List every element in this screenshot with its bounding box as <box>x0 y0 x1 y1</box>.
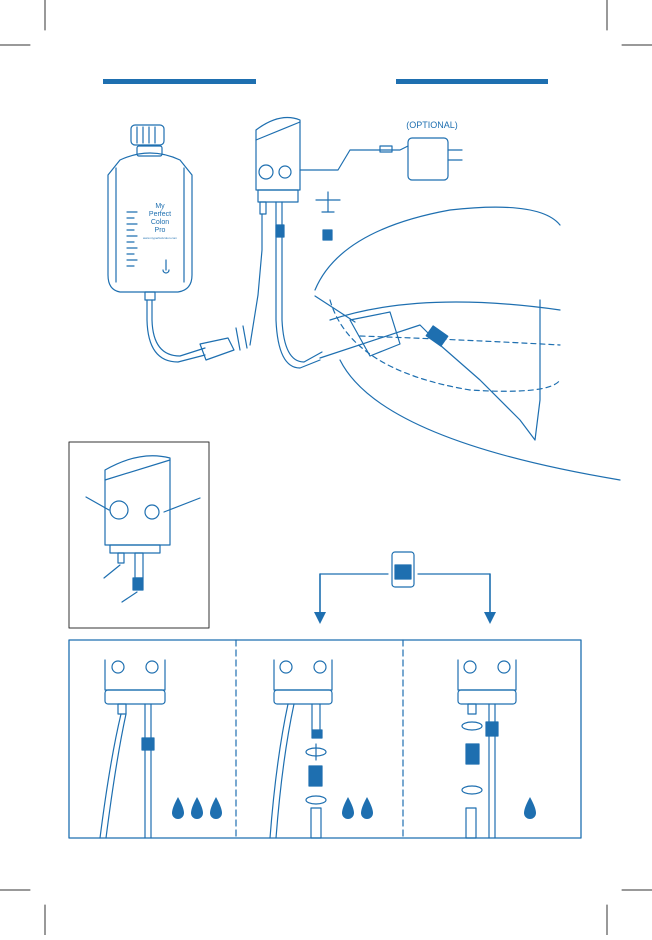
arrow-down-left-icon <box>314 612 326 624</box>
bag-label-line-2: Perfect <box>149 211 171 218</box>
water-drops-1 <box>524 797 536 819</box>
water-drops-3 <box>172 797 222 819</box>
water-drops-2 <box>342 797 373 819</box>
bag-fine-print: www.myperfectcolon.com <box>143 236 178 240</box>
tube-clamp <box>200 338 234 360</box>
thermometer-icon <box>163 260 169 273</box>
bag-label-line-4: Pro <box>155 227 166 234</box>
power-adapter: (OPTIONAL) <box>406 120 462 180</box>
enema-bag: My Perfect Colon Pro www.myperfectcolon.… <box>108 125 192 300</box>
panel-right <box>458 660 536 838</box>
flow-button-icon <box>279 166 291 178</box>
panel-middle <box>270 660 373 838</box>
bag-label-line-3: Colon <box>151 219 169 226</box>
bag-scale <box>127 212 137 266</box>
arrow-down-right-icon <box>484 612 496 624</box>
inset-power-button-icon <box>110 501 128 519</box>
bag-tubing <box>147 300 247 362</box>
power-button-icon <box>259 165 273 179</box>
nozzle-fitting <box>426 326 448 346</box>
toilet-seat <box>315 207 620 480</box>
optional-label: (OPTIONAL) <box>406 120 458 130</box>
header-bar-right <box>396 79 548 84</box>
rotate-icon-2 <box>306 796 326 804</box>
header-bar-left <box>103 79 256 84</box>
valve-selector <box>314 552 496 624</box>
pump-tubing-left <box>250 214 262 345</box>
bag-label-line-1: My <box>155 203 165 210</box>
inset-flow-button-icon <box>145 505 159 519</box>
panel-left <box>100 660 222 838</box>
inset-pump <box>86 456 200 602</box>
connector-parts <box>316 192 340 240</box>
